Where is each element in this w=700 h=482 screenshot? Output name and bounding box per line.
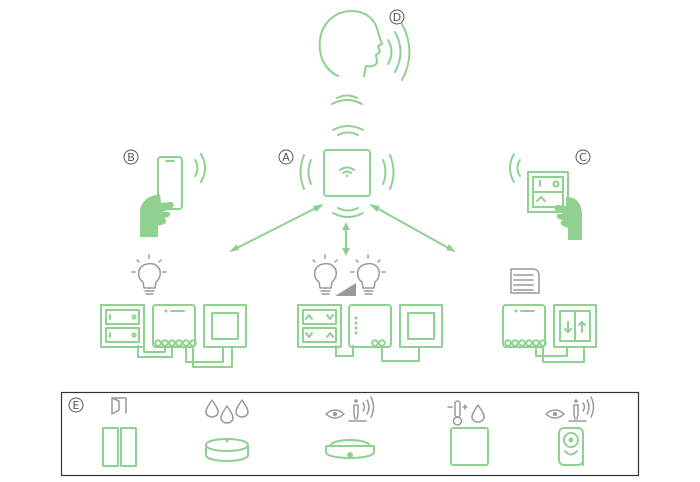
- presence-sensor-icon: [545, 396, 595, 466]
- dimmer-switch-panel: [297, 304, 342, 348]
- wiring-1: [137, 345, 233, 368]
- blinds-actuator-module: [502, 304, 547, 348]
- svg-text:B: B: [127, 151, 135, 164]
- voice-waves-icon: [331, 94, 363, 105]
- wall-switch-hand-icon: [509, 153, 582, 240]
- svg-text:C: C: [579, 151, 587, 164]
- label-b: B: [123, 149, 139, 165]
- single-switch-panel-2: [399, 304, 443, 348]
- temperature-humidity-icon: [447, 400, 489, 466]
- label-d: D: [389, 9, 405, 25]
- lightbulb-icon: [131, 254, 167, 295]
- wiring-3: [535, 345, 585, 363]
- wiring-2: [335, 345, 420, 362]
- double-switch-panel: [100, 304, 145, 348]
- smartphone-hand-icon: [140, 153, 206, 237]
- label-a: A: [278, 149, 294, 165]
- blinds-switch-panel: [553, 304, 597, 348]
- svg-text:E: E: [73, 399, 80, 412]
- dimmer-icon: [312, 254, 386, 296]
- label-c: C: [575, 149, 591, 165]
- motion-sensor-icon: [325, 396, 375, 459]
- svg-text:D: D: [393, 11, 401, 24]
- label-e: E: [68, 397, 84, 413]
- connection-arrows: [229, 204, 456, 256]
- blinds-icon: [510, 268, 540, 294]
- dimmer-actuator-module: [348, 304, 392, 348]
- gateway-hub-icon: [299, 125, 395, 218]
- voice-head-icon: [318, 10, 411, 81]
- svg-text:A: A: [282, 151, 290, 164]
- sensors-frame: [60, 391, 640, 477]
- switch-actuator-module: [152, 304, 197, 348]
- single-switch-panel: [203, 304, 247, 348]
- water-leak-icon: [205, 399, 249, 462]
- door-sensor-icon: [102, 397, 137, 467]
